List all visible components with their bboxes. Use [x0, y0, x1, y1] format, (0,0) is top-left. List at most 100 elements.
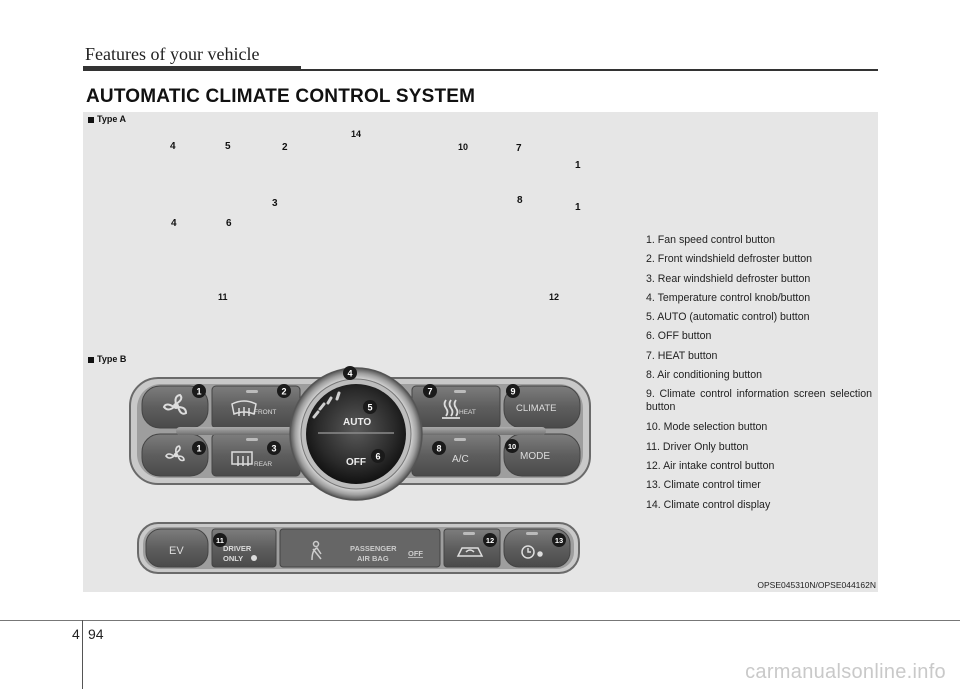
- front-defrost-icon: [231, 400, 257, 416]
- watermark: carmanualsonline.info: [745, 661, 946, 683]
- svg-text:6: 6: [375, 452, 380, 462]
- legend-item: 12. Air intake control button: [646, 459, 775, 472]
- legend-item: 4. Temperature control knob/button: [646, 291, 811, 304]
- header-title: Features of your vehicle: [85, 44, 260, 64]
- type-a-label: Type A: [88, 114, 126, 124]
- type-a-callout: 7: [516, 143, 522, 154]
- legend-item: 1. Fan speed control button: [646, 234, 775, 246]
- footer-rule: [0, 620, 960, 621]
- type-b-label: Type B: [88, 354, 126, 364]
- legend-item: 9. Climate control information screen se…: [646, 388, 872, 414]
- type-a-callout: 14: [351, 129, 362, 139]
- callout-7: 7: [423, 384, 437, 398]
- type-b-text: Type B: [97, 354, 127, 364]
- airbag-label: AIR BAG: [357, 554, 389, 563]
- car-recirculation-icon: [456, 547, 484, 557]
- page-number: 94: [88, 626, 104, 642]
- svg-text:1: 1: [196, 387, 201, 397]
- type-a-callout: 11: [218, 292, 228, 302]
- only-label: ONLY: [223, 554, 243, 563]
- climate-label: CLIMATE: [516, 403, 556, 414]
- callout-8: 8: [432, 441, 446, 455]
- callout-markers: 1 1 2 3 4 5 6 7 8 9 10 11 12 13: [192, 366, 566, 547]
- auto-label[interactable]: AUTO: [343, 417, 371, 428]
- callout-1a: 1: [192, 384, 206, 398]
- callout-13: 13: [552, 533, 566, 547]
- chapter-number: 4: [72, 626, 80, 642]
- mode-label: MODE: [520, 451, 550, 462]
- bullet-square: [88, 116, 94, 123]
- legend-item: 10. Mode selection button: [646, 421, 768, 434]
- section-title: AUTOMATIC CLIMATE CONTROL SYSTEM: [86, 86, 476, 107]
- legend-item: 11. Driver Only button: [646, 440, 749, 453]
- callout-3: 3: [267, 441, 281, 455]
- type-a-callout: 10: [458, 142, 469, 152]
- bullet-square: [88, 356, 94, 363]
- type-a-text: Type A: [97, 114, 127, 124]
- svg-text:2: 2: [281, 387, 286, 397]
- off-label[interactable]: OFF: [346, 457, 366, 468]
- callout-5: 5: [363, 400, 377, 414]
- svg-text:3: 3: [271, 444, 276, 454]
- type-a-callout: 2: [282, 142, 288, 153]
- type-a-callout: 1: [575, 160, 581, 171]
- legend-item: 13. Climate control timer: [646, 479, 761, 492]
- svg-text:1: 1: [196, 444, 201, 454]
- legend-item: 3. Rear windshield defroster button: [646, 272, 811, 285]
- heat-icon: [442, 399, 460, 419]
- footer-divider: [82, 620, 83, 689]
- svg-text:5: 5: [367, 403, 372, 413]
- type-a-callout: 4: [170, 141, 176, 152]
- svg-text:13: 13: [555, 536, 563, 545]
- type-a-callout: 4: [171, 218, 177, 229]
- svg-text:4: 4: [347, 369, 352, 379]
- callout-1b: 1: [192, 441, 206, 455]
- legend-item: 7. HEAT button: [646, 349, 718, 362]
- type-a-callout: 5: [225, 141, 231, 152]
- temperature-knob[interactable]: [289, 367, 423, 501]
- legend-item: 8. Air conditioning button: [646, 369, 763, 382]
- legend-item: 5. AUTO (automatic control) button: [646, 311, 810, 324]
- callout-2: 2: [277, 384, 291, 398]
- svg-text:7: 7: [427, 387, 432, 397]
- type-a-callout: 1: [575, 202, 581, 213]
- lower-panel: [137, 522, 580, 574]
- ev-button[interactable]: [145, 528, 209, 568]
- rear-defrost-icon: [231, 451, 253, 466]
- component-legend: 1. Fan speed control button 2. Front win…: [646, 231, 872, 515]
- header-rule: [301, 69, 878, 71]
- svg-text:9: 9: [510, 387, 515, 397]
- front-label: FRONT: [254, 409, 276, 416]
- airbag-off-label: OFF: [408, 549, 423, 558]
- legend-item: 6. OFF button: [646, 330, 712, 343]
- fan-mini-icon: [251, 555, 257, 561]
- figure-caption: OPSE045310N/OPSE044162N: [757, 580, 876, 590]
- seatbelt-icon: [311, 540, 322, 561]
- fan-small-icon: [165, 445, 185, 462]
- legend-item: 14. Climate control display: [646, 498, 771, 511]
- legend-item: 2. Front windshield defroster button: [646, 253, 813, 266]
- passenger-label: PASSENGER: [350, 544, 397, 553]
- ac-label: A/C: [452, 454, 469, 465]
- svg-text:12: 12: [486, 536, 494, 545]
- rear-label: REAR: [254, 461, 272, 468]
- callout-6: 6: [371, 449, 385, 463]
- ev-label: EV: [169, 545, 184, 557]
- svg-text:8: 8: [436, 444, 441, 454]
- svg-text:11: 11: [216, 536, 224, 545]
- type-a-callout: 8: [517, 195, 523, 206]
- driver-only-button[interactable]: [211, 528, 277, 568]
- callout-12: 12: [483, 533, 497, 547]
- driver-label: DRIVER: [223, 544, 252, 553]
- header-bar: [83, 66, 301, 71]
- callout-4: 4: [343, 366, 357, 380]
- callout-11: 11: [213, 533, 227, 547]
- type-a-callout: 6: [226, 218, 232, 229]
- timer-clock-icon: [521, 545, 543, 559]
- fan-large-icon: [162, 393, 188, 415]
- type-a-callout: 3: [272, 198, 278, 209]
- callout-10: 10: [505, 439, 519, 453]
- figure-panel: [83, 112, 878, 592]
- heat-label: HEAT: [459, 409, 476, 416]
